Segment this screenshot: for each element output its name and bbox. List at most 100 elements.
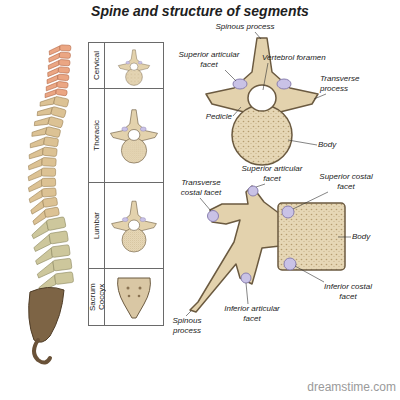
part-label: Transverse process [320,74,380,94]
spinous-process [28,158,42,171]
spinous-process [37,104,53,119]
costal-facet [282,206,294,218]
vertebral-body [42,157,56,166]
leader-line [200,198,211,211]
leader-line [263,63,268,90]
sacral-foramen [139,287,142,290]
sacrum-bone [29,287,64,342]
vertebral-body [42,147,57,157]
region-label: Sacrum Coccyx [88,277,106,317]
vertebral-body [58,74,69,81]
costal-facet [208,211,219,222]
vertebral-body [58,67,69,74]
region-label: Cervical [92,51,101,80]
spinous-process [32,235,51,252]
watermark: dreamstime.com [296,380,396,394]
vertebral-body [51,106,67,118]
leader-line [186,311,191,316]
part-label: Superior articular facet [232,164,312,184]
part-label: Body [318,140,358,150]
spinous-process [31,124,47,139]
region-label: Thoracic [92,120,101,151]
region-cell: Cervical [88,42,164,89]
leader-line [293,192,328,209]
region-cell: Sacrum Coccyx [88,268,164,326]
region-label-strip: Lumbar [89,183,105,268]
part-label: Superior costal facet [314,172,378,192]
vertebral-body [42,178,56,186]
region-label-strip: Sacrum Coccyx [89,269,105,325]
vertebral-body [51,245,70,258]
spinous-process [36,261,55,278]
part-label: Vertebrol foramen [262,53,332,63]
region-label-strip: Cervical [89,43,105,88]
cervical-vertebra-icon [118,50,149,86]
leader-line [314,94,326,99]
spinous-process [28,179,42,191]
vertebral-body [53,258,72,271]
sacral-foramen [138,295,141,298]
sacrum-icon [118,278,151,318]
region-label-strip: Thoracic [89,89,105,182]
part-label: Inferior costal facet [318,282,378,302]
region-cell: Lumbar [88,182,164,269]
vertebral-body [57,81,69,88]
leader-line [233,107,241,116]
spinous-process [39,94,55,109]
vertebral-body [59,59,70,65]
thoracic-vertebra-icon [110,110,157,163]
sacral-foramen [128,295,131,298]
sacral-foramen [127,287,130,290]
vertebral-body [49,231,68,244]
vertebral-body-side [278,203,345,270]
vertebral-body [44,137,59,147]
spinous-process [34,248,53,265]
diagram-title: Spine and structure of segments [0,3,400,19]
spinous-process [30,136,45,150]
part-label: Spinous process [164,316,210,336]
leader-line [288,140,317,145]
part-label: Transverse costal facet [172,178,230,198]
part-label: Body [352,232,392,242]
part-label: Pedicle [196,112,232,122]
articular-facet [241,273,251,283]
vertebral-body [44,207,59,218]
spine-column [28,44,74,292]
vertebral-body [42,188,57,197]
spinous-process [30,221,50,239]
posterior-elements [190,186,280,312]
leader-line [256,184,265,187]
vertebral-body [55,272,74,285]
vertebral-body [60,45,71,51]
vertebral-body [42,168,56,176]
part-label: Spinous process [200,22,290,32]
vertebral-body [43,197,58,207]
region-cell: Thoracic [88,88,164,183]
leader-line [338,237,351,238]
leader-line [255,32,261,39]
vertebral-body [46,217,66,231]
leader-line [295,266,324,282]
articular-facet [248,186,258,196]
coccyx-bone [34,340,50,363]
vertebral-body [48,116,64,128]
vertebral-body [56,89,68,96]
costal-facet [284,258,296,270]
leader-line [225,70,236,81]
spinous-process [29,190,43,203]
part-label: Superior articular facet [170,50,248,70]
spinous-process [34,114,50,129]
vertebral-body [53,96,68,107]
lumbar-vertebra-icon [112,201,157,252]
spinous-process [28,169,42,181]
vertebral-body [45,127,61,138]
region-label: Lumbar [92,212,101,239]
part-label: Inferior articular facet [220,304,284,324]
spinous-process [29,147,43,160]
vertebra-side-view [190,186,345,312]
leader-line [246,283,248,304]
